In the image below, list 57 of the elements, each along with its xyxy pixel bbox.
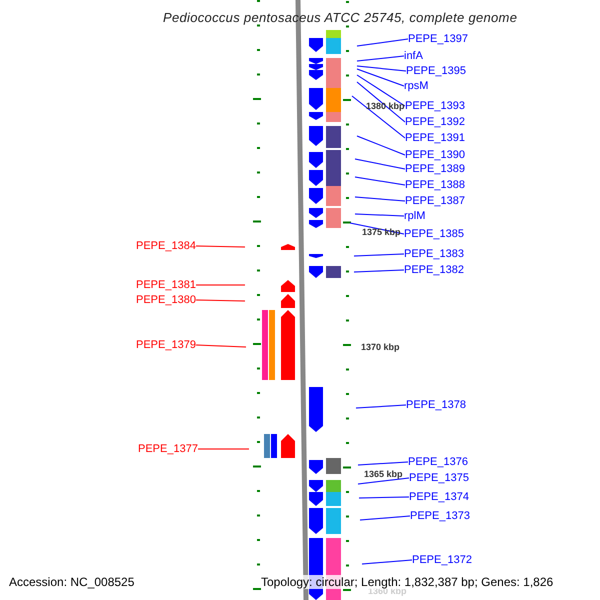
gene-label: rpsM [404,80,428,92]
gene-label: PEPE_1390 [405,149,465,161]
leader-line [196,246,246,248]
gene-label: PEPE_1397 [408,33,468,45]
leader-line [356,68,404,86]
leader-line [358,462,408,466]
leader-line [358,478,410,484]
leader-line [358,496,410,498]
gene-label: PEPE_1372 [412,554,472,566]
leader-line [196,344,246,348]
gene-label: PEPE_1373 [410,510,470,522]
gene-label: PEPE_1380 [136,294,196,306]
leader-line [356,38,408,46]
leader-line [356,404,406,408]
leader-line [354,176,406,186]
gene-label: PEPE_1375 [409,472,469,484]
gene-label: infA [404,50,423,62]
leader-line [352,96,406,138]
leader-line [356,136,406,156]
gene-label: PEPE_1381 [136,279,196,291]
leader-line [356,66,406,72]
gene-label: PEPE_1378 [406,399,466,411]
gene-label: PEPE_1393 [405,100,465,112]
title: Pediococcus pentosaceus ATCC 25745, complete genome [163,10,518,25]
position-label: 1370 kbp [361,342,400,352]
gene-label: PEPE_1376 [408,456,468,468]
leader-line [354,158,406,170]
gene-label: PEPE_1374 [409,491,469,503]
leader-line [354,270,404,272]
position-label: 1380 kbp [366,101,405,111]
leader-line [354,254,404,256]
leader-line [362,560,412,564]
accession-label: Accession: NC_008525 [9,575,134,589]
gene-label: PEPE_1392 [405,116,465,128]
leader-line [356,74,406,106]
gene-label: PEPE_1389 [405,163,465,175]
gene-label: PEPE_1385 [404,228,464,240]
gene-label: rplM [404,210,426,222]
leader-line [198,448,250,450]
gene-label: PEPE_1387 [405,195,465,207]
leader-line [196,300,246,302]
gene-label: PEPE_1377 [138,443,198,455]
gene-label: PEPE_1395 [406,65,466,77]
gene-label: PEPE_1383 [404,248,464,260]
leader-line [356,82,406,122]
leader-line [360,516,410,520]
position-label: 1365 kbp [364,469,403,479]
leader-line [356,56,404,62]
gene-label: PEPE_1388 [405,179,465,191]
gene-label: PEPE_1382 [404,264,464,276]
leader-line [196,284,246,286]
genome-summary: Topology: circular; Length: 1,832,387 bp; Genes: 1,826 [261,575,554,589]
gene-label: PEPE_1384 [136,240,196,252]
gene-label: PEPE_1379 [136,339,196,351]
leader-line [354,214,404,216]
gene-label: PEPE_1391 [405,132,465,144]
leader-line [354,196,406,202]
